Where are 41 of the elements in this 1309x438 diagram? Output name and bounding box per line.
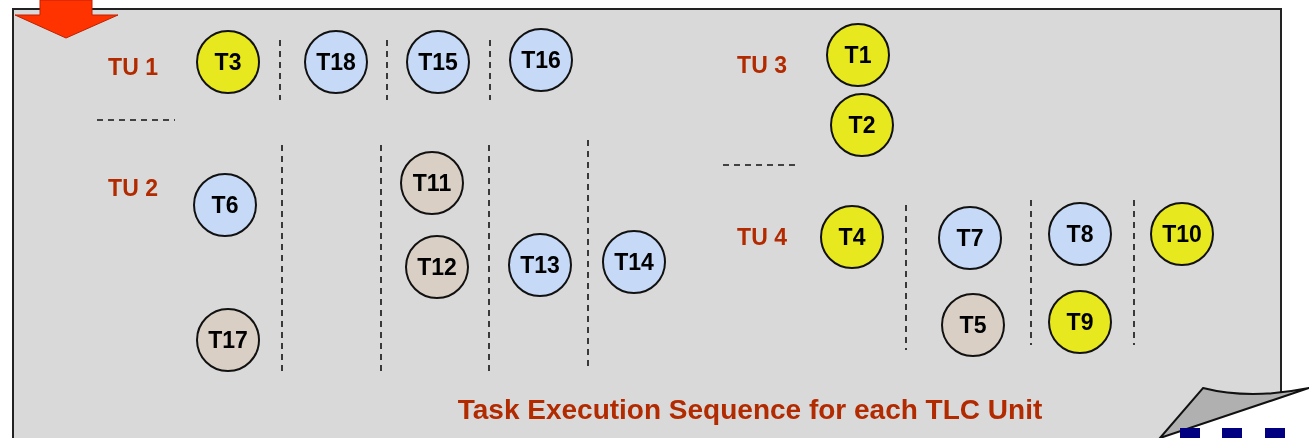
task-label: T13 — [520, 251, 560, 279]
task-circle — [830, 93, 894, 157]
task-circle — [193, 173, 257, 237]
task-label: T3 — [214, 48, 242, 76]
task-circle — [826, 23, 890, 87]
task-label: T12 — [417, 253, 457, 281]
task-label: T7 — [956, 224, 984, 252]
task-label: T11 — [412, 169, 452, 197]
task-circle — [405, 235, 469, 299]
task-label: T2 — [848, 111, 876, 139]
unit-label: TU 3 — [737, 51, 787, 79]
unit-label: TU 1 — [108, 53, 158, 81]
unit-label: TU 2 — [108, 174, 158, 202]
unit-label: TU 4 — [737, 223, 787, 251]
task-label: T18 — [316, 48, 356, 76]
task-circle — [304, 30, 368, 94]
task-circle — [602, 230, 666, 294]
task-circle — [820, 205, 884, 269]
task-label: T17 — [208, 326, 248, 354]
task-label: T8 — [1066, 220, 1094, 248]
task-label: T9 — [1066, 308, 1094, 336]
task-circle — [196, 30, 260, 94]
task-label: T10 — [1162, 220, 1202, 248]
task-circle — [1150, 202, 1214, 266]
task-label: T16 — [521, 46, 561, 74]
task-label: T6 — [211, 191, 239, 219]
task-circle — [196, 308, 260, 372]
task-label: T5 — [959, 311, 987, 339]
task-circle — [938, 206, 1002, 270]
task-circle — [1048, 202, 1112, 266]
task-circle — [406, 30, 470, 94]
task-circle — [1048, 290, 1112, 354]
task-label: T1 — [844, 41, 872, 69]
task-circle — [509, 28, 573, 92]
task-circle — [400, 151, 464, 215]
task-circle — [508, 233, 572, 297]
panel-heading: Task Execution Sequence for each TLC Unit — [457, 394, 1043, 426]
task-label: T15 — [418, 48, 458, 76]
task-label: T4 — [838, 223, 866, 251]
task-label: T14 — [614, 248, 654, 276]
task-circle — [941, 293, 1005, 357]
